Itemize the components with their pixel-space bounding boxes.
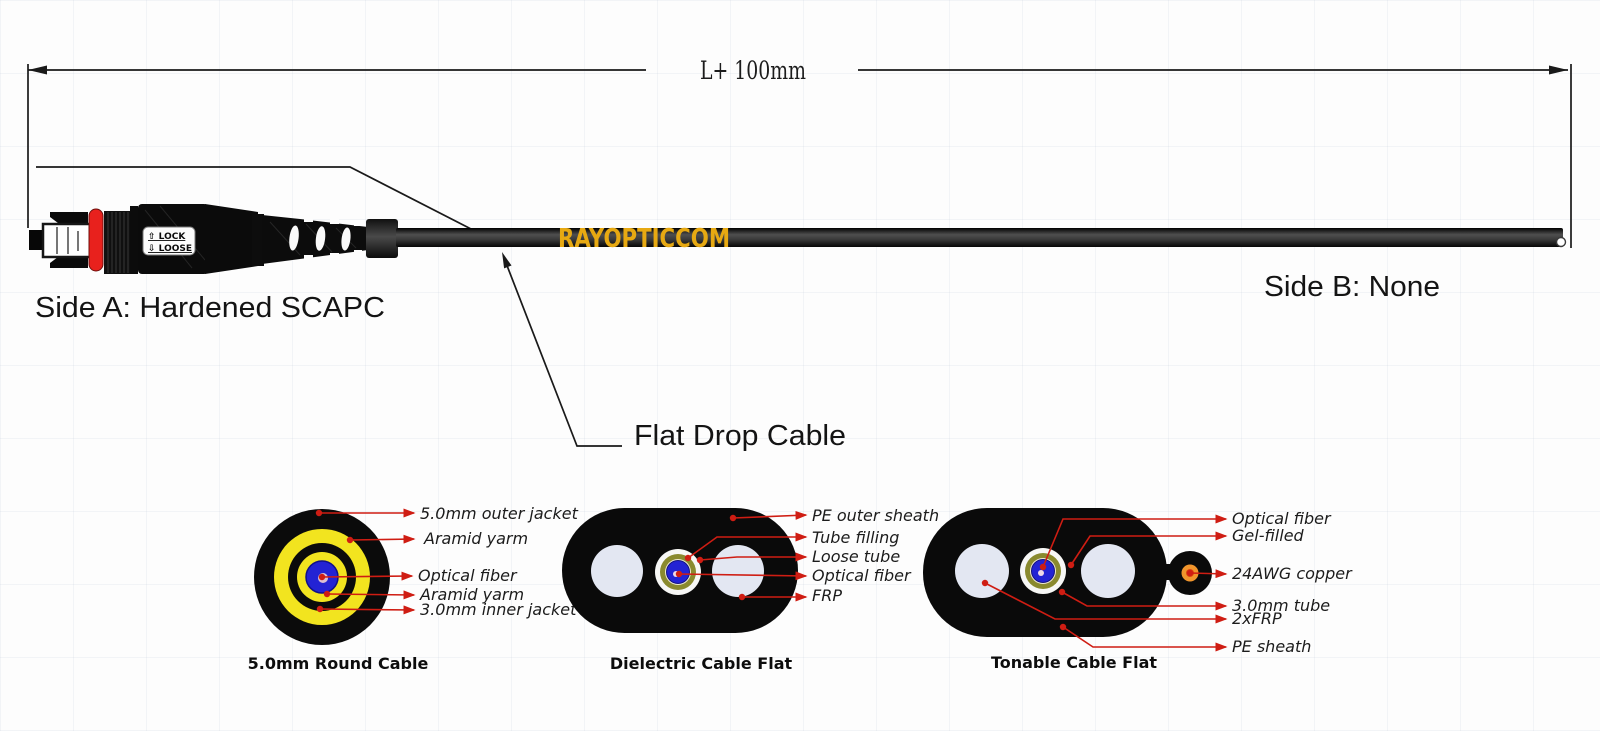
layer-label: Optical fiber (1232, 509, 1332, 528)
boot-notch (330, 253, 339, 258)
leader-line (732, 510, 808, 520)
layer-label: PE sheath (1232, 637, 1311, 656)
boot-notch (354, 222, 362, 226)
boot-slot (341, 227, 351, 251)
side-b-label: Side B: None (1264, 271, 1440, 303)
connector-red-ring (88, 208, 104, 272)
leader-line (326, 590, 416, 600)
cross-section-title: Dielectric Cable Flat (610, 654, 793, 673)
layer-label: FRP (812, 586, 842, 605)
boot-slot (315, 226, 326, 251)
leader-line (984, 582, 1228, 624)
leader-line (1189, 569, 1228, 579)
connector-bottom-prong (50, 257, 88, 268)
lock-marking: ⇧ LOCK (148, 232, 186, 242)
cable-callout: Flat Drop Cable (502, 252, 846, 452)
leader-line (678, 571, 808, 581)
layer-label: Aramid yarm (419, 585, 524, 604)
connector-top-prong (50, 212, 88, 223)
boot-slot (289, 225, 299, 251)
brand-watermark: RAYOPTICCOM (558, 224, 730, 254)
cable-break-leader-line (36, 166, 474, 231)
leader-line (1070, 531, 1228, 566)
loose-marking: ⇩ LOOSE (148, 244, 192, 254)
frp-rod-left (955, 544, 1009, 598)
connector-step (252, 214, 264, 266)
cross-section-round-cable: 5.0mm outer jacket Aramid yarm Optical f… (248, 504, 579, 673)
layer-label: Tube filling (812, 528, 899, 547)
cable-run (396, 228, 1563, 247)
dimension-annotation: L+ 100mm (27, 56, 1572, 248)
layer-label: 2xFRP (1232, 609, 1282, 628)
leader-line (1042, 514, 1228, 568)
cable-callout-label: Flat Drop Cable (634, 420, 846, 452)
callout-arrow-icon (502, 252, 512, 269)
connector-collar (130, 206, 138, 274)
ferrule-detail-lines (56, 227, 79, 254)
frp-rod-left (591, 545, 643, 597)
side-a-label: Side A: Hardened SCAPC (35, 292, 385, 324)
cable-cut-end (1555, 236, 1567, 248)
cable-strain-sleeve (366, 219, 398, 258)
cross-section-tonable-flat: Optical fiber Gel-filled 24AWG copper 3.… (923, 508, 1353, 672)
connector-boot (262, 215, 368, 264)
cross-section-title: 5.0mm Round Cable (248, 654, 429, 673)
boot-notch (304, 217, 313, 222)
layer-label: 24AWG copper (1232, 564, 1353, 583)
layer-label: Aramid yarm (423, 529, 528, 548)
leader-line (699, 552, 808, 562)
leader-line (349, 534, 416, 544)
layer-label: Gel-filled (1232, 526, 1305, 545)
layer-label: 3.0mm inner jacket (420, 600, 577, 619)
boot-notch (330, 219, 339, 224)
frp-rod-right (712, 545, 764, 597)
lock-loose-label-plate (142, 226, 196, 256)
dimension-arrow-right-icon (1549, 65, 1568, 75)
layer-label: Optical fiber (418, 566, 518, 585)
fiber-center-dot (1038, 570, 1044, 576)
boot-notch (354, 250, 362, 254)
leader-line (321, 571, 414, 581)
callout-leader-line (505, 262, 622, 447)
boot-notch (304, 255, 313, 260)
connector-taper (205, 204, 258, 274)
leader-line (1062, 626, 1228, 652)
layer-label: 5.0mm outer jacket (420, 504, 579, 523)
frp-rod-right (1081, 544, 1135, 598)
thread-ridges (107, 212, 129, 273)
cross-section-dielectric-flat: PE outer sheath Tube filling Loose tube … (562, 506, 939, 673)
layer-label: Loose tube (812, 547, 900, 566)
layer-label: 3.0mm tube (1232, 596, 1330, 615)
dimension-arrow-left-icon (28, 65, 47, 75)
dimension-label: L+ 100mm (700, 56, 806, 85)
layer-label: Optical fiber (812, 566, 912, 585)
cross-section-title: Tonable Cable Flat (991, 653, 1157, 672)
sc-apc-connector: ⇧ LOCK ⇩ LOOSE (29, 204, 398, 274)
flat-drop-cable: RAYOPTICCOM (396, 224, 1567, 254)
leader-line (687, 532, 808, 559)
connector-rear-tab (29, 230, 43, 250)
leader-line (319, 605, 416, 615)
leader-line (1061, 591, 1228, 611)
layer-label: PE outer sheath (812, 506, 939, 525)
